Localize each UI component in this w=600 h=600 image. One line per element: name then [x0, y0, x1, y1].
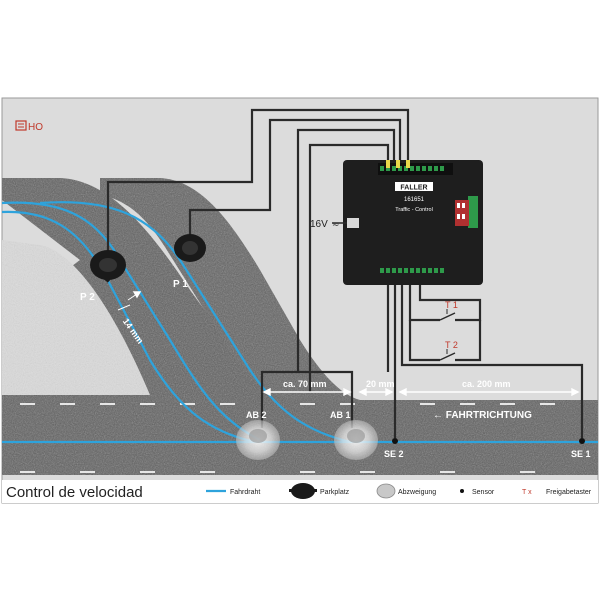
- diagram-title: Control de velocidad: [6, 484, 143, 501]
- wire-left-lower: [1, 210, 256, 444]
- parking-p1-label: P 1: [173, 279, 188, 290]
- controller-name: Traffic - Control: [395, 207, 433, 213]
- legend-bar: Control de velocidad Fahrdraht Parkplatz…: [2, 480, 598, 503]
- branch-road: [100, 178, 360, 400]
- parking-magnet-p1: P 1: [173, 234, 206, 290]
- controller-brand: FALLER: [400, 185, 427, 192]
- road-network: [2, 178, 598, 475]
- release-button-t1: T 1: [439, 300, 458, 321]
- branch-magnet-ab1: AB 1: [330, 410, 378, 460]
- sensor-se2-label: SE 2: [384, 449, 404, 459]
- scale-badge: HO: [15, 120, 43, 133]
- sensor-se1-label: SE 1: [571, 449, 591, 459]
- dim-se-spacing: ca. 200 mm: [462, 379, 511, 389]
- legend-sensor-icon: [460, 489, 464, 493]
- guide-wires: [1, 201, 598, 444]
- release-button-t2: T 2: [439, 340, 458, 361]
- control-cables: [106, 108, 584, 438]
- sensor-se1: SE 1: [571, 438, 591, 459]
- voltage-symbol: ≂: [332, 220, 340, 230]
- branch-ab2-label: AB 2: [246, 410, 267, 420]
- left-road: [2, 178, 598, 475]
- voltage-label: 16V: [310, 219, 328, 230]
- release-button-t1-label: T 1: [445, 300, 458, 310]
- branch-magnet-ab2: AB 2: [236, 410, 280, 460]
- dimension-lines: [117, 291, 580, 397]
- parking-p2-label: P 2: [80, 292, 95, 303]
- legend-branch-icon: [376, 483, 396, 499]
- wire-branch: [39, 201, 351, 444]
- legend-branch-label: Abzweigung: [398, 489, 436, 496]
- lane-markings: [20, 403, 555, 473]
- legend-button-symbol: T x: [522, 489, 532, 496]
- direction-label: ← FAHRTRICHTUNG: [433, 410, 532, 421]
- release-button-t2-label: T 2: [445, 340, 458, 350]
- legend-wire-label: Fahrdraht: [230, 489, 260, 496]
- parking-magnet-p2: P 2: [80, 250, 126, 303]
- legend-parking-label: Parkplatz: [320, 489, 350, 496]
- legend-sensor-label: Sensor: [472, 489, 495, 496]
- legend-parking-icon: [289, 483, 317, 499]
- traffic-control-unit: FALLER 161651 Traffic - Control: [343, 160, 483, 285]
- road-inner-gap: [2, 240, 150, 395]
- sensor-se2: SE 2: [384, 438, 404, 459]
- dim-ab-spacing: ca. 70 mm: [283, 379, 327, 389]
- controller-article: 161651: [404, 197, 425, 203]
- branch-ab1-label: AB 1: [330, 410, 351, 420]
- dim-ab-se-spacing: 20 mm: [366, 379, 395, 389]
- legend-button-label: Freigabetaster: [546, 489, 592, 496]
- power-input: 16V ≂: [310, 219, 347, 230]
- scale-badge-text: HO: [28, 122, 43, 133]
